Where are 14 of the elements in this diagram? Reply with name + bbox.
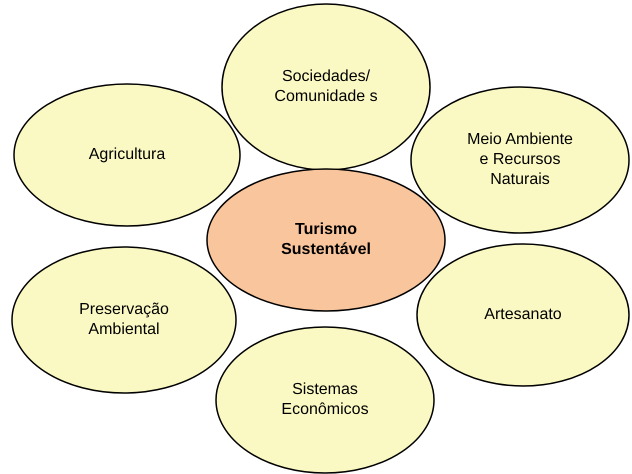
ellipse-node xyxy=(416,243,630,387)
ellipse-node xyxy=(221,3,431,171)
ellipse-node xyxy=(215,326,435,474)
ellipse-node xyxy=(11,246,237,394)
ellipse-node xyxy=(206,168,446,312)
node-label: Artesanato xyxy=(483,305,563,325)
node-label: Meio Ambiente e Recursos Naturais xyxy=(466,130,574,190)
node-label: Sociedades/ Comunidade s xyxy=(273,67,379,107)
ellipse-node xyxy=(410,86,630,234)
node-label: Turismo Sustentável xyxy=(280,220,372,260)
node-label: Agricultura xyxy=(88,145,166,165)
node-label: Sistemas Econômicos xyxy=(280,380,370,420)
ellipse-node xyxy=(13,83,241,227)
node-label: Preservação Ambiental xyxy=(78,300,170,340)
